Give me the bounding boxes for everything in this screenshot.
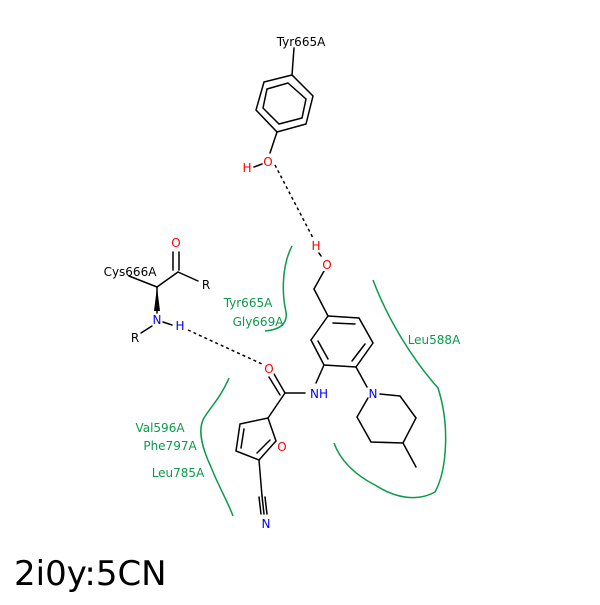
atom-o: O bbox=[264, 362, 273, 376]
label-backing bbox=[310, 388, 328, 400]
tyr-ring-inner bbox=[262, 82, 307, 125]
label-backing bbox=[311, 240, 321, 252]
bond bbox=[253, 163, 263, 168]
bond bbox=[291, 47, 295, 76]
bond bbox=[315, 364, 325, 384]
residue-label: Phe797A bbox=[143, 439, 197, 453]
label-backing bbox=[368, 388, 378, 400]
residue-label: Tyr665A bbox=[276, 35, 326, 49]
atom-r: R bbox=[131, 331, 139, 345]
residue-label: Val596A bbox=[135, 421, 185, 435]
atom-nh: NH bbox=[310, 387, 328, 401]
caption: 2i0y:5CN bbox=[14, 554, 167, 594]
residue-label: Cys666A bbox=[104, 265, 158, 279]
bond bbox=[162, 321, 173, 326]
atom-o: O bbox=[263, 155, 272, 169]
atom-h: H bbox=[311, 239, 320, 253]
label-backing bbox=[175, 320, 185, 332]
hydrogen-bonds bbox=[187, 164, 314, 365]
bond bbox=[256, 439, 271, 454]
bond bbox=[264, 496, 268, 515]
label-backing bbox=[263, 156, 273, 168]
bond bbox=[313, 270, 325, 290]
contact-arc-tyr-gly bbox=[264, 245, 293, 332]
bond bbox=[351, 343, 366, 362]
residue-labels: Tyr665A Cys666A Tyr665A Gly669A Leu588A … bbox=[104, 35, 462, 480]
bond bbox=[273, 373, 286, 394]
bond bbox=[269, 131, 278, 154]
furan-ring bbox=[235, 417, 277, 461]
stereo-wedge bbox=[154, 287, 160, 311]
hydrophobic-contacts bbox=[200, 245, 447, 517]
hbond-cys-amide bbox=[187, 329, 263, 365]
bond bbox=[140, 325, 153, 334]
bond bbox=[317, 340, 329, 360]
label-backing bbox=[264, 363, 274, 375]
atom-n: N bbox=[262, 517, 271, 531]
bond bbox=[313, 288, 329, 317]
label-backing bbox=[277, 441, 287, 453]
label-backing bbox=[261, 518, 271, 530]
atom-labels: O H H O O R N H R O NH O N N bbox=[130, 155, 378, 531]
residue-label: Tyr665A bbox=[223, 296, 273, 310]
bond bbox=[318, 252, 322, 257]
bond bbox=[240, 428, 245, 449]
bond bbox=[128, 275, 158, 288]
bond bbox=[261, 495, 265, 515]
label-backing bbox=[152, 314, 162, 326]
bond bbox=[402, 442, 417, 468]
label-backing bbox=[171, 237, 181, 249]
bond bbox=[355, 366, 368, 388]
bonds bbox=[128, 47, 417, 515]
atom-n: N bbox=[369, 387, 378, 401]
hbond-tyr-ligand bbox=[274, 164, 314, 239]
atom-o: O bbox=[322, 258, 331, 272]
bond bbox=[332, 322, 356, 325]
label-backing bbox=[201, 279, 211, 291]
atom-o: O bbox=[171, 236, 180, 250]
atom-h: H bbox=[242, 161, 251, 175]
atom-r: R bbox=[202, 278, 210, 292]
contact-arc-val-phe-leu785 bbox=[200, 377, 234, 517]
label-backing bbox=[130, 332, 140, 344]
bond bbox=[177, 271, 199, 282]
bond bbox=[268, 376, 281, 396]
label-backing bbox=[242, 162, 252, 174]
piperidine-ring bbox=[356, 393, 417, 444]
residue-label: Leu785A bbox=[152, 466, 205, 480]
label-backing bbox=[322, 259, 332, 271]
residue-label: Gly669A bbox=[233, 315, 285, 329]
bond bbox=[258, 459, 263, 497]
bond bbox=[258, 496, 262, 515]
residue-label: Leu588A bbox=[408, 333, 461, 347]
atom-n: N bbox=[153, 313, 162, 327]
contact-arc-leu588 bbox=[333, 279, 447, 499]
atom-h: H bbox=[175, 319, 184, 333]
bond bbox=[156, 271, 179, 288]
bond bbox=[267, 392, 286, 419]
atom-o: O bbox=[277, 440, 286, 454]
